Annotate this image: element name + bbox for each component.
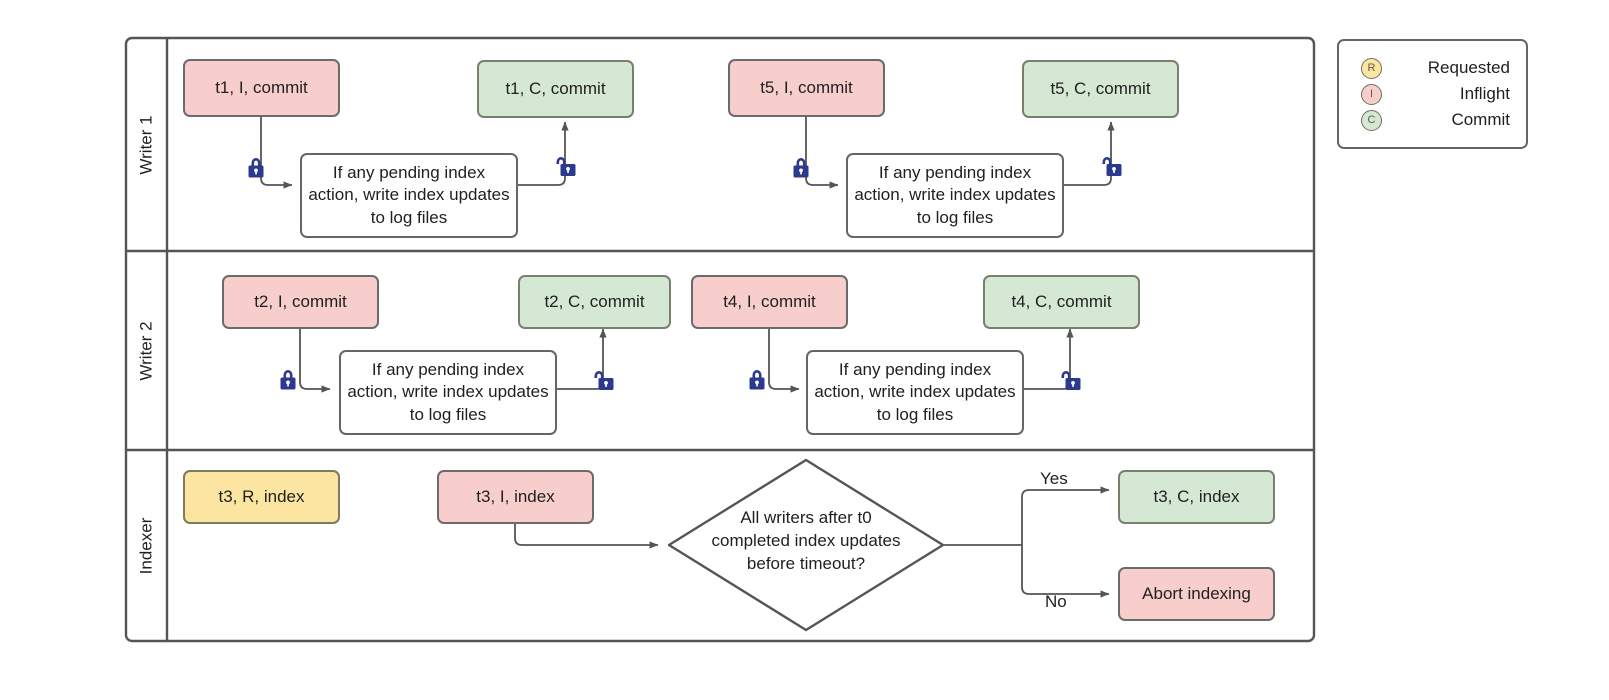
decision-line-1: All writers after t0 [740, 508, 872, 527]
legend-item-requested: R Requested [1361, 55, 1510, 81]
node-t4-inflight-commit[interactable]: t4, I, commit [691, 275, 848, 329]
indexer-decision-diamond [667, 458, 945, 632]
lane-label-indexer: Indexer [126, 450, 167, 641]
lane-label-writer-2: Writer 2 [126, 251, 167, 450]
legend-label-requested: Requested [1427, 58, 1510, 77]
commit-badge-icon: C [1361, 109, 1382, 131]
legend-item-inflight: I Inflight [1361, 81, 1510, 107]
node-t3-commit-index[interactable]: t3, C, index [1118, 470, 1275, 524]
lane-label-writer-1: Writer 1 [126, 38, 167, 251]
lane-label-text: Indexer [136, 517, 156, 574]
node-writer2-index-write-1[interactable]: If any pending index action, write index… [339, 350, 557, 435]
node-t3-requested-index[interactable]: t3, R, index [183, 470, 340, 524]
node-writer2-index-write-2[interactable]: If any pending index action, write index… [806, 350, 1024, 435]
legend-panel: R Requested I Inflight C Commit [1337, 39, 1528, 149]
decision-text: All writers after t0 completed index upd… [669, 507, 943, 575]
indexer-connectors [514, 486, 1110, 598]
node-t1-inflight-commit[interactable]: t1, I, commit [183, 59, 340, 117]
lock-closed-icon [280, 370, 296, 390]
lock-closed-icon [749, 370, 765, 390]
decision-line-3: before timeout? [746, 553, 866, 573]
lane-label-text: Writer 2 [136, 320, 156, 381]
node-t5-inflight-commit[interactable]: t5, I, commit [728, 59, 885, 117]
node-t2-commit-commit[interactable]: t2, C, commit [518, 275, 671, 329]
node-t3-inflight-index[interactable]: t3, I, index [437, 470, 594, 524]
lane-label-text: Writer 1 [136, 114, 156, 175]
lock-open-icon [1102, 157, 1122, 176]
writer1-connectors [260, 117, 1115, 189]
lock-open-icon [1061, 371, 1081, 390]
lock-open-icon [556, 157, 576, 176]
lock-open-icon [594, 371, 614, 390]
lock-closed-icon [793, 158, 809, 178]
node-writer1-index-write-2[interactable]: If any pending index action, write index… [846, 153, 1064, 238]
legend-label-inflight: Inflight [1459, 84, 1510, 103]
decision-line-2: completed index updates [711, 530, 901, 550]
lock-closed-icon [248, 158, 264, 178]
legend-label-commit: Commit [1451, 110, 1510, 129]
node-abort-indexing[interactable]: Abort indexing [1118, 567, 1275, 621]
edge-label-no: No [1045, 592, 1067, 611]
inflight-badge-icon: I [1361, 83, 1382, 105]
requested-badge-icon: R [1361, 57, 1382, 79]
node-t1-commit-commit[interactable]: t1, C, commit [477, 60, 634, 118]
node-t2-inflight-commit[interactable]: t2, I, commit [222, 275, 379, 329]
node-t5-commit-commit[interactable]: t5, C, commit [1022, 60, 1179, 118]
node-writer1-index-write-1[interactable]: If any pending index action, write index… [300, 153, 518, 238]
legend-item-commit: C Commit [1361, 107, 1510, 133]
edge-label-yes: Yes [1040, 469, 1068, 488]
node-t4-commit-commit[interactable]: t4, C, commit [983, 275, 1140, 329]
